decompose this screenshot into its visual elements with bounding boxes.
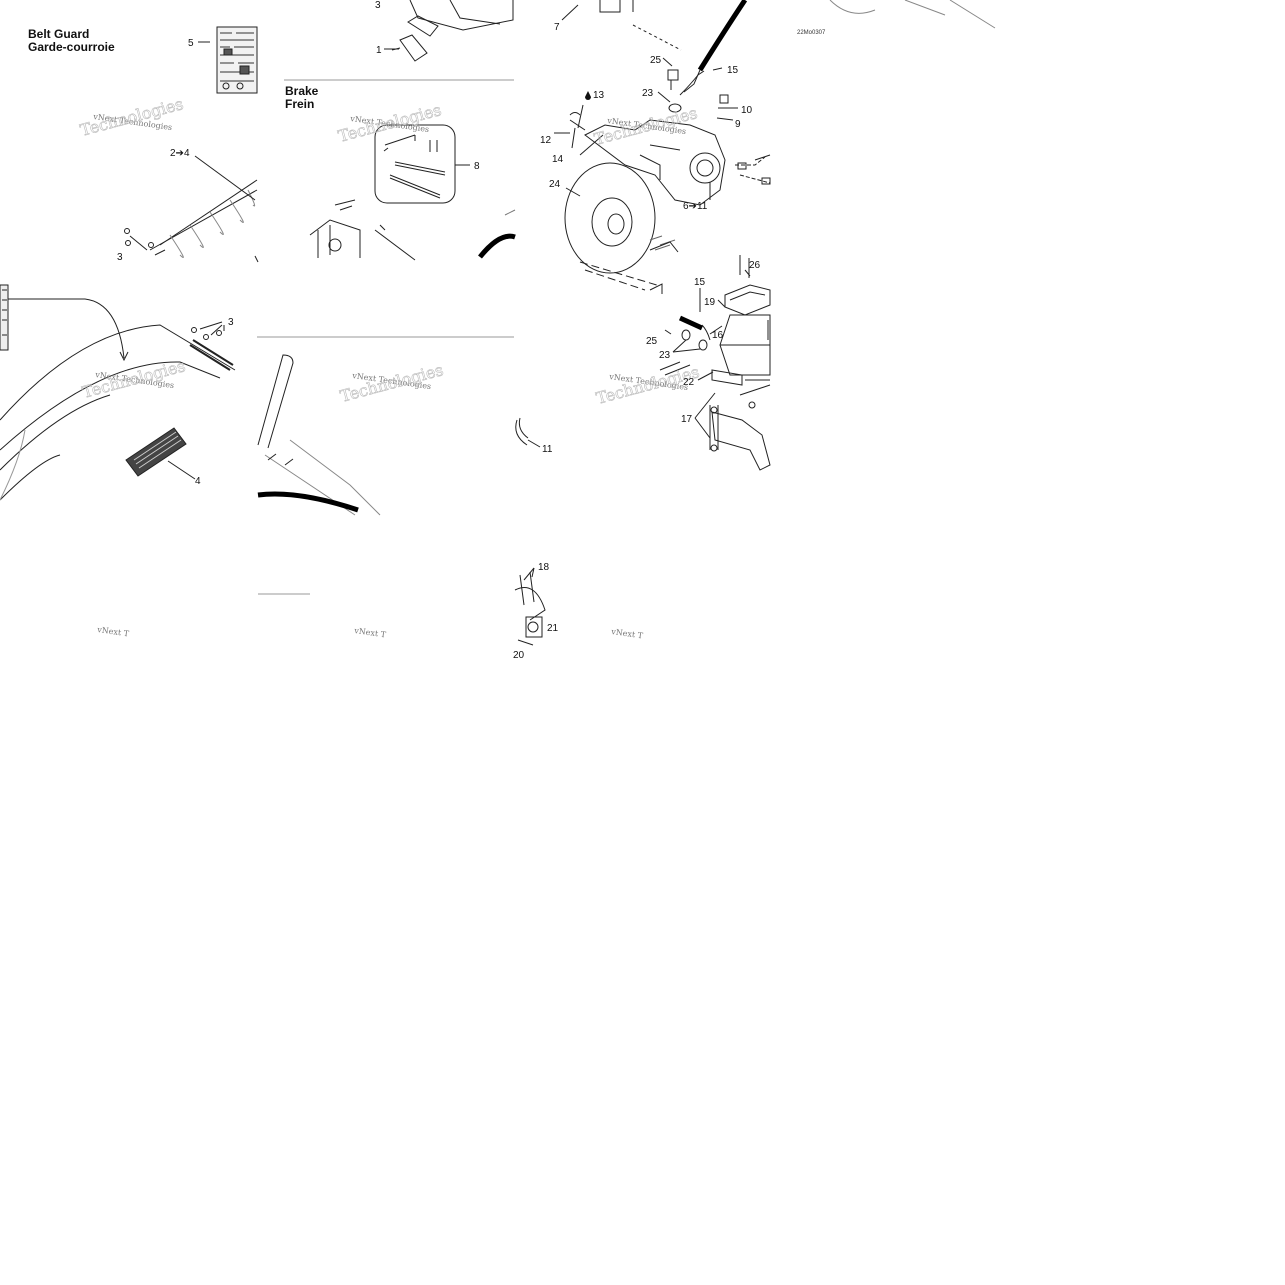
watermark-outlines: Technologies Technologies Technologies T… bbox=[78, 94, 702, 408]
warning-label bbox=[125, 427, 187, 477]
callout-13: 13 bbox=[593, 90, 605, 101]
callout-24: 24 bbox=[549, 179, 561, 190]
callout-4: 4 bbox=[195, 476, 201, 487]
callout-16: 16 bbox=[712, 330, 724, 341]
brake-title-fr: Frein bbox=[285, 97, 315, 111]
callout-1: 1 bbox=[376, 45, 382, 56]
callout-17: 17 bbox=[681, 414, 693, 425]
callout-6-11: 6➔11 bbox=[683, 201, 708, 212]
diagram-code: 22Mo0307 bbox=[797, 30, 826, 36]
oil-drop-icon bbox=[585, 91, 591, 100]
callout-22: 22 bbox=[683, 377, 695, 388]
belt-guard-title: Belt Guard Garde-courroie bbox=[28, 28, 115, 54]
callout-3-top: 3 bbox=[375, 0, 381, 11]
callout-3-belt: 3 bbox=[117, 252, 123, 263]
callout-11: 11 bbox=[542, 444, 553, 455]
master-cylinder bbox=[711, 284, 771, 409]
brake-title-en: Brake bbox=[285, 84, 319, 98]
callout-3-lower: 3 bbox=[228, 317, 234, 328]
callout-26: 26 bbox=[749, 260, 761, 271]
belt-guard-title-en: Belt Guard bbox=[28, 27, 90, 41]
callout-18: 18 bbox=[538, 562, 550, 573]
caliper-bracket-part bbox=[309, 199, 416, 261]
svg-text:Technologies: Technologies bbox=[80, 356, 187, 402]
callout-23-mc: 23 bbox=[659, 350, 671, 361]
brake-lever bbox=[709, 405, 771, 471]
belt-guard-decal-sheet bbox=[216, 26, 258, 94]
belt-guard-lower bbox=[0, 324, 236, 501]
callout-8: 8 bbox=[474, 161, 480, 172]
brake-caliper bbox=[584, 119, 771, 206]
callout-10: 10 bbox=[741, 105, 753, 116]
svg-text:Technologies: Technologies bbox=[336, 100, 443, 146]
callout-19: 19 bbox=[704, 297, 716, 308]
callout-25-mc: 25 bbox=[646, 336, 658, 347]
callout-23: 23 bbox=[642, 88, 654, 99]
bracket-part bbox=[391, 0, 514, 62]
callout-12: 12 bbox=[540, 135, 552, 146]
callout-5: 5 bbox=[188, 38, 194, 49]
callout-15: 15 bbox=[727, 65, 739, 76]
belt-guard-title-fr: Garde-courroie bbox=[28, 40, 115, 54]
callout-2-4: 2➔4 bbox=[170, 148, 190, 159]
brake-title: Brake Frein bbox=[285, 85, 318, 111]
belt-guard-part bbox=[124, 179, 259, 263]
callout-15-mc: 15 bbox=[694, 277, 706, 288]
callout-7: 7 bbox=[554, 22, 560, 33]
callout-21: 21 bbox=[547, 623, 559, 634]
callout-9: 9 bbox=[735, 119, 741, 130]
callout-labels: 5 2➔4 3 3 1 8 7 25 15 23 13 12 14 10 9 2… bbox=[117, 0, 761, 661]
svg-text:vNext T: vNext T bbox=[610, 627, 644, 641]
callout-20: 20 bbox=[513, 650, 525, 661]
pad-kit-box bbox=[374, 124, 456, 204]
svg-text:vNext T: vNext T bbox=[353, 626, 387, 640]
callout-25: 25 bbox=[650, 55, 662, 66]
callout-14: 14 bbox=[552, 154, 564, 165]
svg-text:Technologies: Technologies bbox=[78, 94, 185, 140]
svg-text:vNext T: vNext T bbox=[96, 625, 130, 639]
